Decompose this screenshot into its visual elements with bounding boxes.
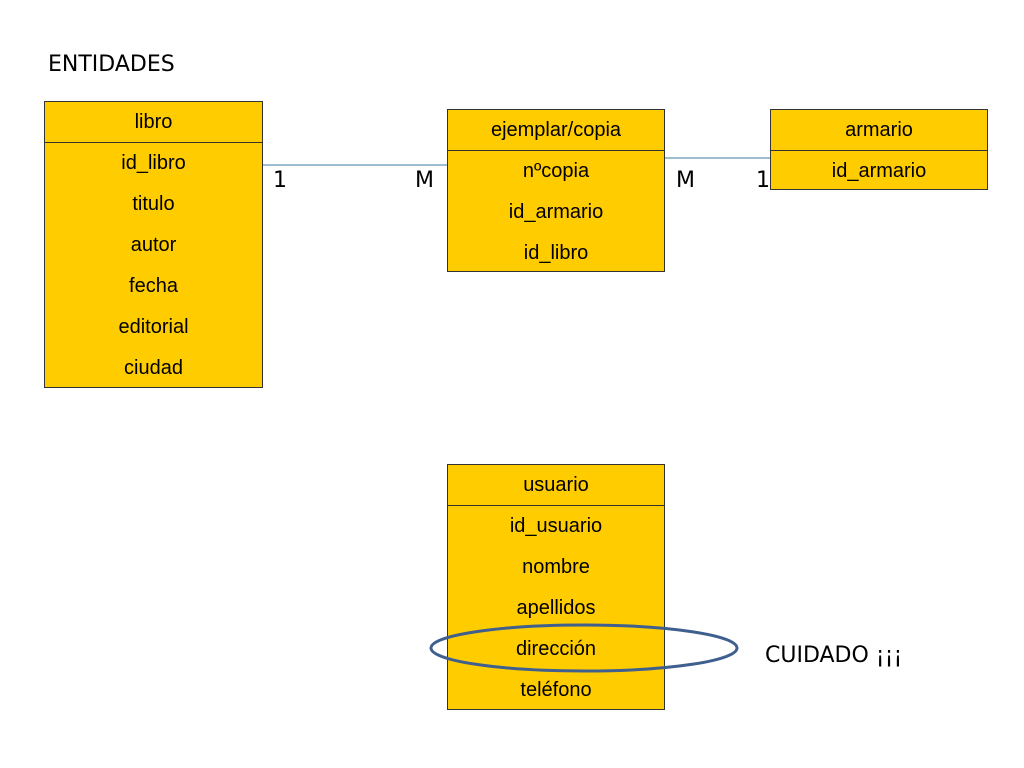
warning-note: CUIDADO ¡¡¡: [765, 643, 903, 668]
entity-libro: libro id_libro titulo autor fecha editor…: [44, 101, 263, 388]
entity-header-ejemplar: ejemplar/copia: [448, 110, 664, 151]
attribute: id_usuario: [509, 515, 603, 537]
entity-header-usuario: usuario: [448, 465, 664, 506]
entity-header-libro: libro: [45, 102, 262, 143]
attribute: nºcopia: [522, 160, 590, 182]
attribute-highlighted: dirección: [515, 638, 597, 660]
entity-armario: armario id_armario: [770, 109, 988, 190]
attribute: id_libro: [523, 242, 589, 264]
attribute: titulo: [132, 193, 175, 215]
cardinality-ejemplar-side-right: M: [676, 168, 695, 193]
attribute: teléfono: [520, 679, 592, 701]
diagram-title: ENTIDADES: [48, 52, 175, 77]
cardinality-libro-side: 1: [273, 168, 287, 193]
attribute: editorial: [118, 316, 189, 338]
entity-usuario: usuario id_usuario nombre apellidos dire…: [447, 464, 665, 710]
entity-header-armario: armario: [771, 110, 987, 151]
attribute: id_armario: [508, 201, 604, 223]
attribute: apellidos: [516, 597, 596, 619]
attribute: nombre: [522, 556, 590, 578]
attribute: ciudad: [124, 357, 183, 379]
cardinality-armario-side: 1: [756, 168, 770, 193]
attribute: autor: [130, 234, 177, 256]
attribute: id_libro: [121, 152, 186, 174]
attribute: fecha: [129, 275, 178, 297]
attribute: id_armario: [831, 160, 927, 182]
entity-ejemplar: ejemplar/copia nºcopia id_armario id_lib…: [447, 109, 665, 272]
cardinality-ejemplar-side-left: M: [415, 168, 434, 193]
